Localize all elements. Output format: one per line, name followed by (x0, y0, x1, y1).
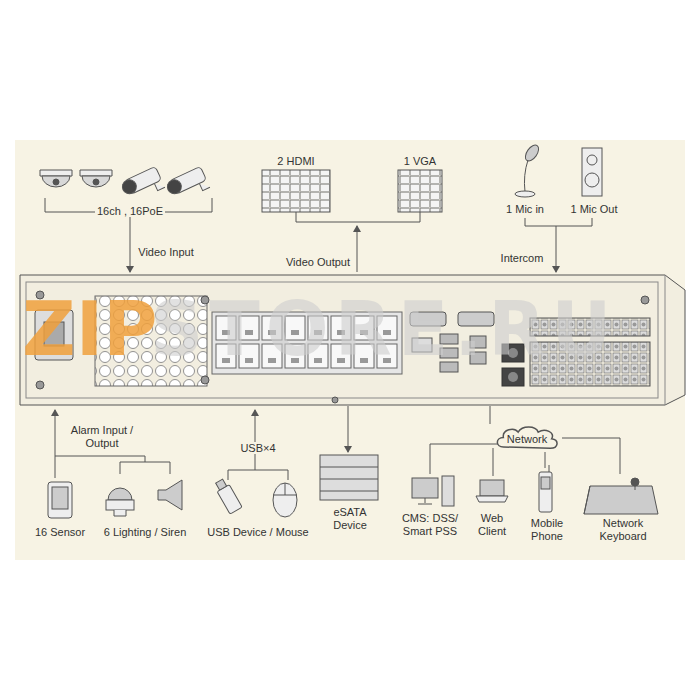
network-cloud: Network (494, 424, 561, 451)
watermark: STORE.RU (150, 292, 617, 366)
port-count: USB×4 (233, 442, 283, 455)
device-label: Web Client (472, 512, 512, 537)
device-label: 16 Sensor (25, 526, 95, 539)
label-patch: USB×4 (238, 442, 277, 454)
output-count: 2 HDMI (256, 155, 336, 168)
monitors (262, 170, 442, 272)
device-label: CMS: DSS/ Smart PSS (399, 512, 461, 537)
ground (15, 140, 685, 560)
device-label: Network Keyboard (592, 517, 654, 542)
video-input-bracket (45, 198, 212, 272)
device-label: eSATA Device (325, 506, 375, 531)
device-label: 6 Lighting / Siren (90, 526, 200, 539)
section-label: Video Output (273, 256, 363, 269)
output-count: 1 VGA (380, 155, 460, 168)
watermark: ZIP (22, 292, 157, 366)
section-label: Alarm Input / Output (64, 424, 140, 449)
cameras (40, 166, 210, 203)
device-label: 1 Mic Out (559, 203, 629, 216)
device-label: Mobile Phone (524, 517, 570, 542)
section-label: Intercom (492, 252, 552, 265)
rear-panel (20, 275, 685, 405)
node-text: Network (494, 433, 561, 446)
device-label: USB Device / Mouse (203, 526, 313, 539)
label-patch: 16ch , 16PoE (95, 205, 165, 217)
device-label: 1 Mic in (490, 203, 560, 216)
port-count: 16ch , 16PoE (75, 205, 185, 218)
section-label: Video Input (121, 246, 211, 259)
